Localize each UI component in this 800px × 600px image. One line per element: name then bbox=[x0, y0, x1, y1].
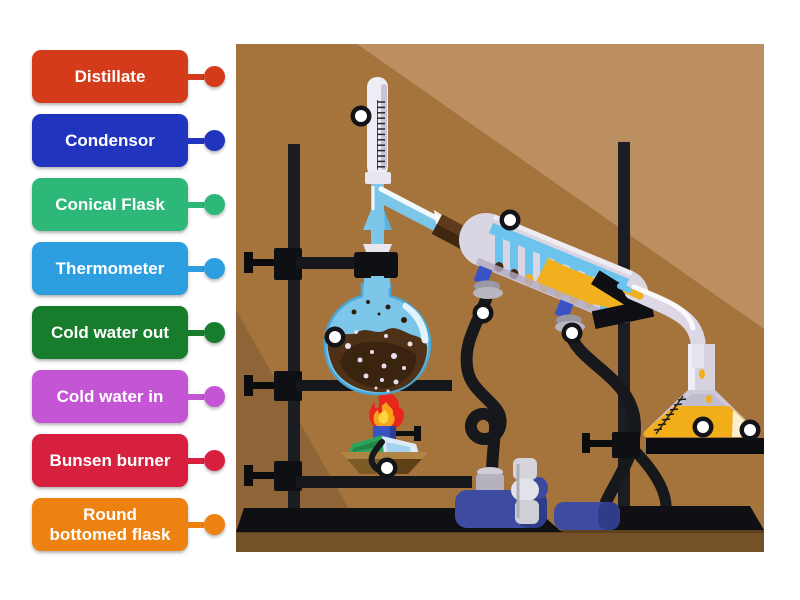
label-connector-dot[interactable] bbox=[204, 386, 225, 407]
label-row: Conical Flask bbox=[32, 178, 225, 231]
delivery-tube bbox=[617, 283, 706, 368]
label-row: Condensor bbox=[32, 114, 225, 167]
label-row: Cold water out bbox=[32, 306, 225, 359]
diagram-panel bbox=[236, 44, 764, 552]
right-stand-fittings bbox=[578, 432, 764, 530]
label-row: Bunsen burner bbox=[32, 434, 225, 487]
label-connector-dot[interactable] bbox=[204, 514, 225, 535]
condenser bbox=[459, 213, 655, 333]
label-connector-stub bbox=[188, 393, 204, 400]
answer-markers bbox=[324, 105, 761, 479]
water-port-in bbox=[473, 265, 493, 286]
water-port-out bbox=[554, 299, 574, 320]
label-connector-stub bbox=[188, 73, 204, 80]
answer-marker[interactable] bbox=[499, 209, 521, 231]
neck-clamp bbox=[354, 252, 398, 278]
label-pill[interactable]: Conical Flask bbox=[32, 178, 188, 231]
thermometer bbox=[367, 77, 388, 177]
bubbles bbox=[345, 330, 413, 393]
label-connector-dot[interactable] bbox=[204, 258, 225, 279]
still-head bbox=[354, 172, 473, 288]
label-connector-dot[interactable] bbox=[204, 66, 225, 87]
label-row: Distillate bbox=[32, 50, 225, 103]
label-pill[interactable]: Condensor bbox=[32, 114, 188, 167]
answer-marker[interactable] bbox=[739, 419, 761, 441]
label-pill[interactable]: Bunsen burner bbox=[32, 434, 188, 487]
label-connector-dot[interactable] bbox=[204, 322, 225, 343]
distillate-pool bbox=[536, 258, 640, 312]
answer-marker[interactable] bbox=[472, 302, 494, 324]
label-row: Thermometer bbox=[32, 242, 225, 295]
label-pill[interactable]: Cold water out bbox=[32, 306, 188, 359]
label-connector-stub bbox=[188, 265, 204, 272]
label-pill[interactable]: Cold water in bbox=[32, 370, 188, 423]
answer-marker[interactable] bbox=[350, 105, 372, 127]
round-bottomed-flask bbox=[323, 272, 432, 396]
label-connector-stub bbox=[188, 457, 204, 464]
answer-marker[interactable] bbox=[561, 322, 583, 344]
label-connector-stub bbox=[188, 201, 204, 208]
label-connector-dot[interactable] bbox=[204, 130, 225, 151]
label-connector-dot[interactable] bbox=[204, 450, 225, 471]
label-connector-stub bbox=[188, 521, 204, 528]
label-pill[interactable]: Distillate bbox=[32, 50, 188, 103]
label-row: Round bottomed flask bbox=[32, 498, 225, 551]
label-pill[interactable]: Round bottomed flask bbox=[32, 498, 188, 551]
distillation-apparatus-illustration bbox=[236, 44, 764, 552]
answer-marker[interactable] bbox=[376, 457, 398, 479]
label-connector-stub bbox=[188, 329, 204, 336]
label-pill[interactable]: Thermometer bbox=[32, 242, 188, 295]
label-connector-dot[interactable] bbox=[204, 194, 225, 215]
answer-marker[interactable] bbox=[692, 416, 714, 438]
specks bbox=[351, 300, 407, 323]
label-row: Cold water in bbox=[32, 370, 225, 423]
water-supply bbox=[455, 458, 620, 530]
right-stand bbox=[618, 142, 630, 510]
burner-dish bbox=[341, 452, 428, 459]
graduation-marks bbox=[653, 395, 687, 435]
answer-marker[interactable] bbox=[324, 326, 346, 348]
label-connector-stub bbox=[188, 137, 204, 144]
condenser-clamp bbox=[591, 270, 655, 330]
